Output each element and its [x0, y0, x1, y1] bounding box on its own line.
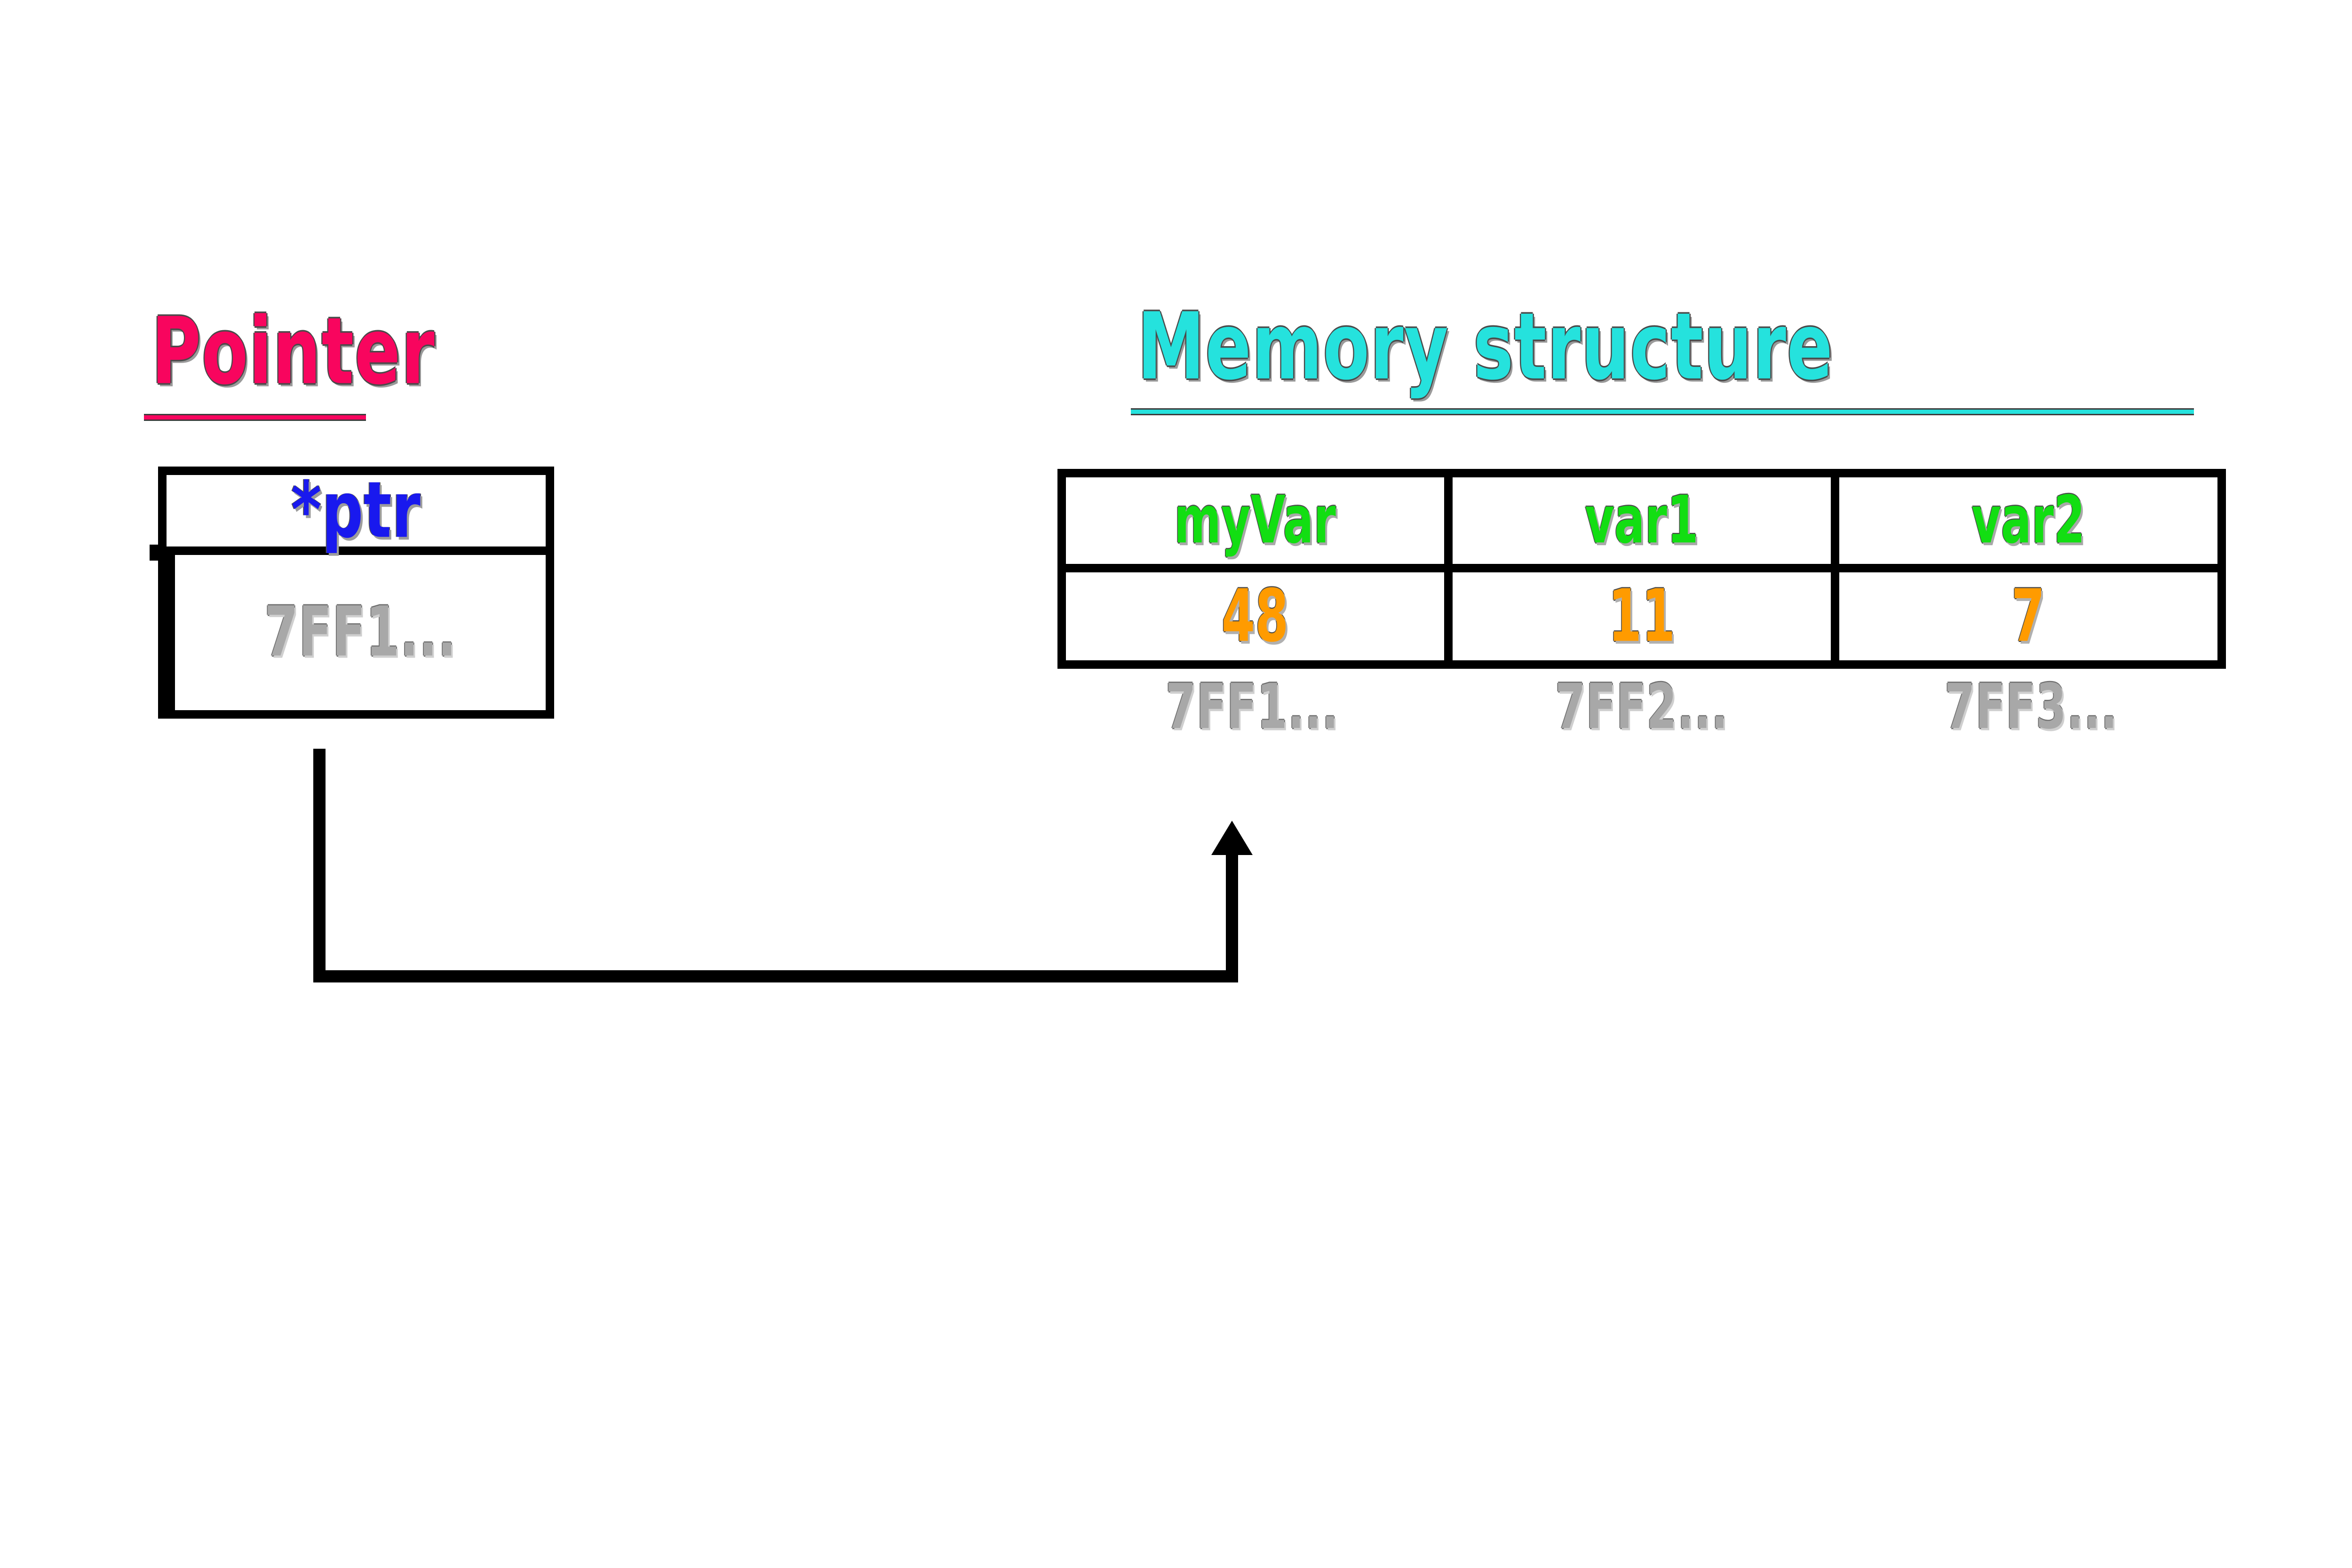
memory-value-cell-1: 11	[1444, 572, 1831, 660]
arrow-shaft	[313, 749, 1238, 982]
memory-address-slot-1: 7FF2...	[1447, 676, 1836, 762]
memory-title-text: Memory structure	[1137, 293, 1834, 401]
memory-address-label: 7FF2...	[1555, 671, 1729, 743]
memory-value-cell-0: 48	[1066, 572, 1444, 660]
pointer-box: *ptr 7FF1...	[158, 467, 554, 719]
variable-name-label: var2	[1971, 482, 2085, 559]
pointer-title-text: Pointer	[151, 298, 436, 405]
memory-table-header-row: myVar var1 var2	[1066, 477, 2217, 572]
memory-value-cell-2: 7	[1831, 572, 2217, 660]
memory-section-title: Memory structure	[1137, 301, 1986, 393]
memory-header-cell-1: var1	[1444, 477, 1831, 564]
variable-name-label: myVar	[1174, 482, 1336, 559]
memory-address-label: 7FF3...	[1944, 671, 2118, 743]
memory-address-slot-0: 7FF1...	[1057, 676, 1447, 762]
variable-value-label: 7	[2011, 574, 2045, 658]
variable-value-label: 48	[1221, 574, 1289, 658]
pointer-title-underline	[144, 414, 366, 421]
variable-value-label: 11	[1608, 574, 1676, 658]
memory-title-underline	[1131, 408, 2194, 415]
memory-table-value-row: 48 11 7	[1066, 572, 2217, 660]
pointer-name-label: *ptr	[291, 465, 421, 556]
variable-name-label: var1	[1585, 482, 1699, 559]
pointer-box-divider-tick	[150, 545, 160, 561]
memory-header-cell-0: myVar	[1066, 477, 1444, 564]
memory-address-row: 7FF1... 7FF2... 7FF3...	[1057, 676, 2226, 762]
memory-table: myVar var1 var2 48 11 7	[1057, 469, 2226, 669]
memory-address-label: 7FF1...	[1165, 671, 1339, 743]
pointer-section-title: Pointer	[151, 306, 498, 398]
memory-header-cell-2: var2	[1831, 477, 2217, 564]
pointer-name-cell: *ptr	[167, 465, 546, 556]
memory-address-slot-2: 7FF3...	[1836, 676, 2226, 762]
pointer-address-cell: 7FF1...	[167, 555, 546, 710]
arrow-head-icon	[1211, 821, 1253, 855]
pointer-address-label: 7FF1...	[264, 592, 457, 673]
